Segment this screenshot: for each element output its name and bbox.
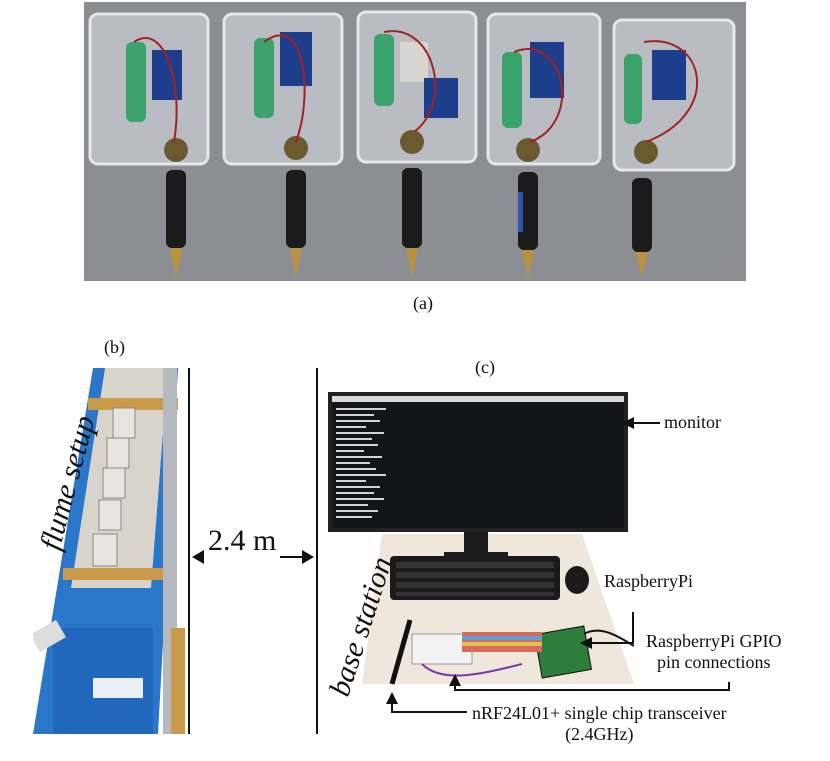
transceiver-label-line1: nRF24L01+ single chip transceiver <box>472 703 727 723</box>
transceiver-label: nRF24L01+ single chip transceiver (2.4GH… <box>472 703 727 745</box>
sensor-unit-1 <box>88 12 210 278</box>
sensor-enclosures-photo <box>84 2 746 281</box>
monitor-label: monitor <box>664 412 721 432</box>
panel-c-label: (c) <box>475 357 495 377</box>
flume-boundary-line <box>188 368 190 734</box>
gpio-label-line2: pin connections <box>657 652 771 672</box>
base-station-photo <box>322 384 634 704</box>
transceiver-label-line2: (2.4GHz) <box>565 724 634 744</box>
panel-a-label: (a) <box>413 293 433 313</box>
panel-b-label: (b) <box>104 337 125 357</box>
gpio-label: RaspberryPi GPIO pin connections <box>646 631 782 673</box>
distance-label: 2.4 m <box>204 524 281 558</box>
raspberrypi-label: RaspberryPi <box>604 571 693 591</box>
sensor-unit-3 <box>356 10 478 278</box>
base-station-illustration <box>322 384 634 704</box>
flume-setup-photo <box>33 368 189 734</box>
flume-illustration <box>33 368 189 734</box>
sensor-unit-2 <box>222 12 344 278</box>
sensor-enclosures-illustration <box>84 2 746 281</box>
base-station-boundary-line <box>316 368 318 734</box>
gpio-label-line1: RaspberryPi GPIO <box>646 631 782 651</box>
sensor-unit-5 <box>612 18 736 278</box>
